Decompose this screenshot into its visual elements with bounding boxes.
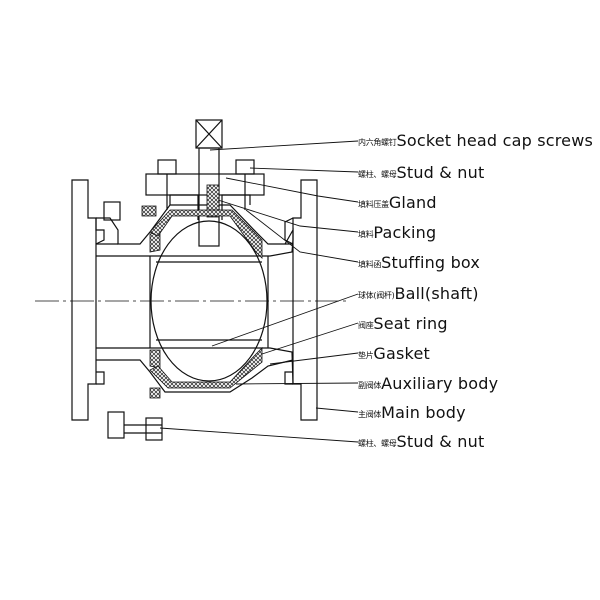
- callout-zh: 螺柱、螺母: [358, 170, 397, 179]
- leader-stud-nut-top: [249, 167, 359, 173]
- left-flange: [71, 179, 97, 421]
- right-flange: [292, 179, 318, 421]
- leader-gland: [225, 177, 359, 203]
- callout-zh: 螺柱、螺母: [358, 439, 397, 448]
- top-stud-nut-right: [235, 159, 255, 175]
- callout-seat-ring: 阀座Seat ring: [358, 315, 448, 333]
- leader-gasket: [269, 352, 359, 365]
- callout-zh: 主阀体: [358, 410, 382, 419]
- lower-body-shell: [96, 347, 294, 393]
- packing: [206, 184, 220, 218]
- leader-stud-nut-bottom: [159, 427, 359, 443]
- liner-upper: [149, 209, 263, 259]
- left-flange-nut-lower: [107, 411, 125, 439]
- gland-packing-ring: [141, 205, 157, 217]
- callout-zh: 阀座: [358, 321, 374, 330]
- callout-en: Main body: [381, 403, 466, 422]
- callout-zh: 内六角螺钉: [358, 138, 397, 147]
- callout-en: Ball(shaft): [394, 284, 479, 303]
- callout-main-body: 主阀体Main body: [358, 404, 466, 422]
- callout-stud-nut-top: 螺柱、螺母Stud & nut: [358, 164, 484, 182]
- leader-ball-shaft: [211, 293, 359, 347]
- left-flange-nut-upper: [103, 201, 121, 221]
- bottom-stud: [124, 424, 162, 434]
- callout-zh: 填料压盖: [358, 200, 389, 209]
- bore-walls: [149, 256, 269, 348]
- callout-en: Stuffing box: [381, 253, 481, 272]
- callout-zh: 垫片: [358, 351, 374, 360]
- top-stud-nut-left: [157, 159, 177, 175]
- callout-auxiliary-body: 副阀体Auxiliary body: [358, 375, 498, 393]
- callout-zh: 填料: [358, 230, 374, 239]
- ball-bore: [156, 261, 262, 341]
- seat-ring-lower: [149, 349, 161, 369]
- leader-auxiliary-body: [235, 382, 359, 385]
- upper-body-shell: [96, 204, 294, 257]
- leader-stuffing-box: [245, 209, 359, 263]
- left-lug-upper: [95, 218, 105, 245]
- callout-en: Gasket: [373, 344, 430, 363]
- callout-en: Stud & nut: [396, 163, 485, 182]
- leader-packing: [217, 199, 359, 233]
- callout-socket-head-cap-screws: 内六角螺钉Socket head cap screws: [358, 132, 593, 150]
- leader-socket-head-cap-screws: [209, 140, 359, 151]
- callout-zh: 填料函: [358, 260, 382, 269]
- leader-main-body: [315, 407, 359, 413]
- callout-en: Stud & nut: [396, 432, 485, 451]
- callout-stud-nut-bottom: 螺柱、螺母Stud & nut: [358, 433, 484, 451]
- callout-en: Auxiliary body: [381, 374, 499, 393]
- right-lug-upper: [284, 217, 294, 245]
- top-studs: [166, 174, 246, 210]
- callout-zh: 副阀体: [358, 381, 382, 390]
- leader-seat-ring: [261, 322, 359, 355]
- liner-lower: [149, 347, 263, 389]
- ball: [150, 220, 268, 382]
- right-lug-lower: [284, 371, 293, 385]
- stem-top: [195, 119, 223, 149]
- callout-en: Gland: [388, 193, 437, 212]
- bottom-stud-nut: [145, 417, 163, 441]
- callout-en: Packing: [373, 223, 437, 242]
- callout-zh: 球体(阀杆): [358, 291, 395, 300]
- callout-packing: 填料Packing: [358, 224, 436, 242]
- callout-stuffing-box: 填料函Stuffing box: [358, 254, 480, 272]
- callout-gasket: 垫片Gasket: [358, 345, 430, 363]
- callout-gland: 填料压盖Gland: [358, 194, 437, 212]
- stem-top-x: [195, 119, 223, 149]
- callout-en: Seat ring: [373, 314, 448, 333]
- callout-en: Socket head cap screws: [396, 131, 594, 150]
- gasket: [149, 387, 161, 399]
- gland: [145, 173, 265, 196]
- left-lug-lower: [96, 371, 105, 385]
- callout-ball-shaft: 球体(阀杆)Ball(shaft): [358, 285, 479, 303]
